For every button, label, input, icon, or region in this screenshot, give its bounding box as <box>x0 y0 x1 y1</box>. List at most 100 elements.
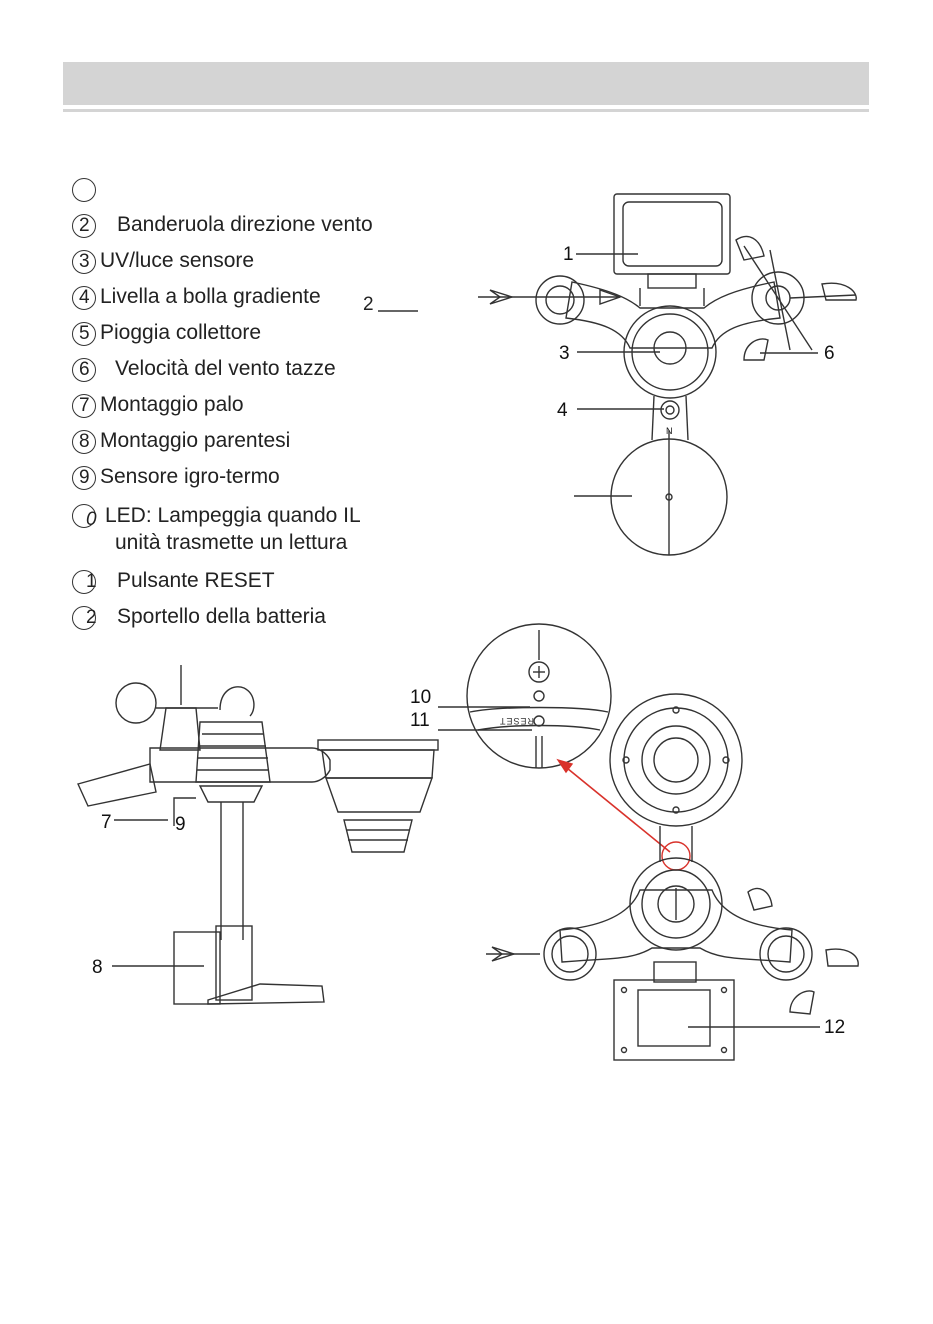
side-wind-cup-2 <box>219 686 255 717</box>
side-solar-panel <box>77 763 157 807</box>
panel-bracket <box>647 273 697 289</box>
number-circle <box>72 250 96 274</box>
legend-label: Montaggio parentesi <box>100 429 291 452</box>
top-body-arms <box>565 281 781 349</box>
legend-number: 8 <box>79 431 90 452</box>
legend-label: UV/luce sensore <box>100 249 255 272</box>
bubble-level-inner <box>665 405 675 415</box>
rear-wind-cup <box>747 887 773 911</box>
detail-screw <box>528 661 550 683</box>
legend-number: 0 <box>86 509 97 530</box>
number-circle <box>72 394 96 418</box>
callout-9: 9 <box>175 814 186 835</box>
screw <box>720 986 728 994</box>
legend-label: Pulsante RESET <box>117 569 275 592</box>
thermo-hygro-shield <box>195 721 271 783</box>
bracket-base <box>207 983 325 1005</box>
callout-6: 6 <box>824 343 835 364</box>
detail-rim-edge-2 <box>477 724 601 731</box>
number-circle <box>72 286 96 310</box>
legend-label: Montaggio palo <box>100 393 244 416</box>
rear-detail-marker <box>661 841 691 871</box>
legend-label: Sensore igro-termo <box>100 465 280 488</box>
rear-collector-drain <box>653 737 699 783</box>
legend-label: LED: Lampeggia quando IL <box>105 504 361 527</box>
legend-number: 3 <box>79 251 90 272</box>
legend-label: Sportello della batteria <box>117 605 326 628</box>
rear-sensor-ring <box>641 869 711 939</box>
neck-right <box>685 395 689 441</box>
rear-collector-ring <box>623 707 729 813</box>
mounting-bracket <box>215 925 253 1001</box>
side-hub <box>159 707 201 751</box>
screw <box>720 1046 728 1054</box>
screw <box>672 806 680 814</box>
rain-funnel-hole <box>665 493 673 501</box>
solar-panel <box>613 193 731 275</box>
callout-10: 10 <box>410 687 431 708</box>
callout-line-9 <box>173 797 196 826</box>
detail-arrow-line <box>561 763 671 853</box>
sensor-base <box>198 785 264 803</box>
reset-detail-inset: RESET <box>466 623 612 769</box>
legend-number: 1 <box>86 571 97 592</box>
anemometer-arm-a <box>743 245 813 351</box>
screw <box>620 986 628 994</box>
legend-number: 2 <box>79 215 90 236</box>
rear-panel-bracket <box>653 961 697 983</box>
rear-sensor-housing <box>629 857 723 951</box>
rain-collector-base <box>343 819 413 853</box>
number-circle <box>72 466 96 490</box>
legend-label: Velocità del vento tazze <box>115 357 336 380</box>
callout-11: 11 <box>410 710 430 731</box>
detail-reset-button <box>533 715 545 727</box>
side-wind-cup <box>115 682 157 724</box>
mounting-bracket-clamp <box>173 931 221 1005</box>
number-circle <box>72 214 96 238</box>
legend-label: Banderuola direzione vento <box>117 213 373 236</box>
number-circle <box>72 430 96 454</box>
neck-left <box>651 395 655 441</box>
main-arm <box>149 747 331 783</box>
side-view-station <box>77 665 439 1005</box>
rain-collector-top <box>321 749 435 779</box>
detail-led <box>533 690 545 702</box>
screw <box>620 1046 628 1054</box>
number-circle <box>72 322 96 346</box>
wind-cup-3 <box>743 338 769 361</box>
bubble-level <box>660 400 680 420</box>
rear-left-hub <box>543 927 597 981</box>
callout-8: 8 <box>92 957 103 978</box>
rear-collector-funnel <box>641 725 711 795</box>
wind-vane-tail <box>489 289 515 305</box>
screw <box>722 756 730 764</box>
anemometer-arm-b <box>769 249 791 351</box>
wind-cup-1 <box>735 235 765 261</box>
legend-number: 9 <box>79 467 90 488</box>
legend-number: 7 <box>79 395 90 416</box>
callout-1: 1 <box>563 244 574 265</box>
wind-vane-hub-inner <box>545 285 575 315</box>
uv-light-sensor <box>653 331 687 365</box>
battery-door <box>637 989 711 1047</box>
rear-body-arms <box>559 889 793 963</box>
rear-rain-collector <box>609 693 743 827</box>
wind-vane-hub <box>535 275 585 325</box>
header-rule <box>63 109 869 112</box>
reset-label: RESET <box>499 716 534 726</box>
bottom-view-station <box>486 693 859 1061</box>
detail-circle <box>466 623 612 769</box>
callout-12: 12 <box>824 1017 845 1038</box>
legend-number: 2 <box>86 607 97 628</box>
legend-number: 6 <box>79 359 90 380</box>
detail-rim-edge <box>469 706 609 713</box>
rain-collector-funnel <box>325 777 433 813</box>
rear-sensor-cap <box>657 885 695 923</box>
legend-label-continued: unità trasmette un lettura <box>115 531 348 554</box>
header-bar <box>63 62 869 105</box>
screw <box>622 756 630 764</box>
rear-wind-cup <box>825 948 859 967</box>
callout-3: 3 <box>559 343 570 364</box>
callout-7: 7 <box>101 812 112 833</box>
